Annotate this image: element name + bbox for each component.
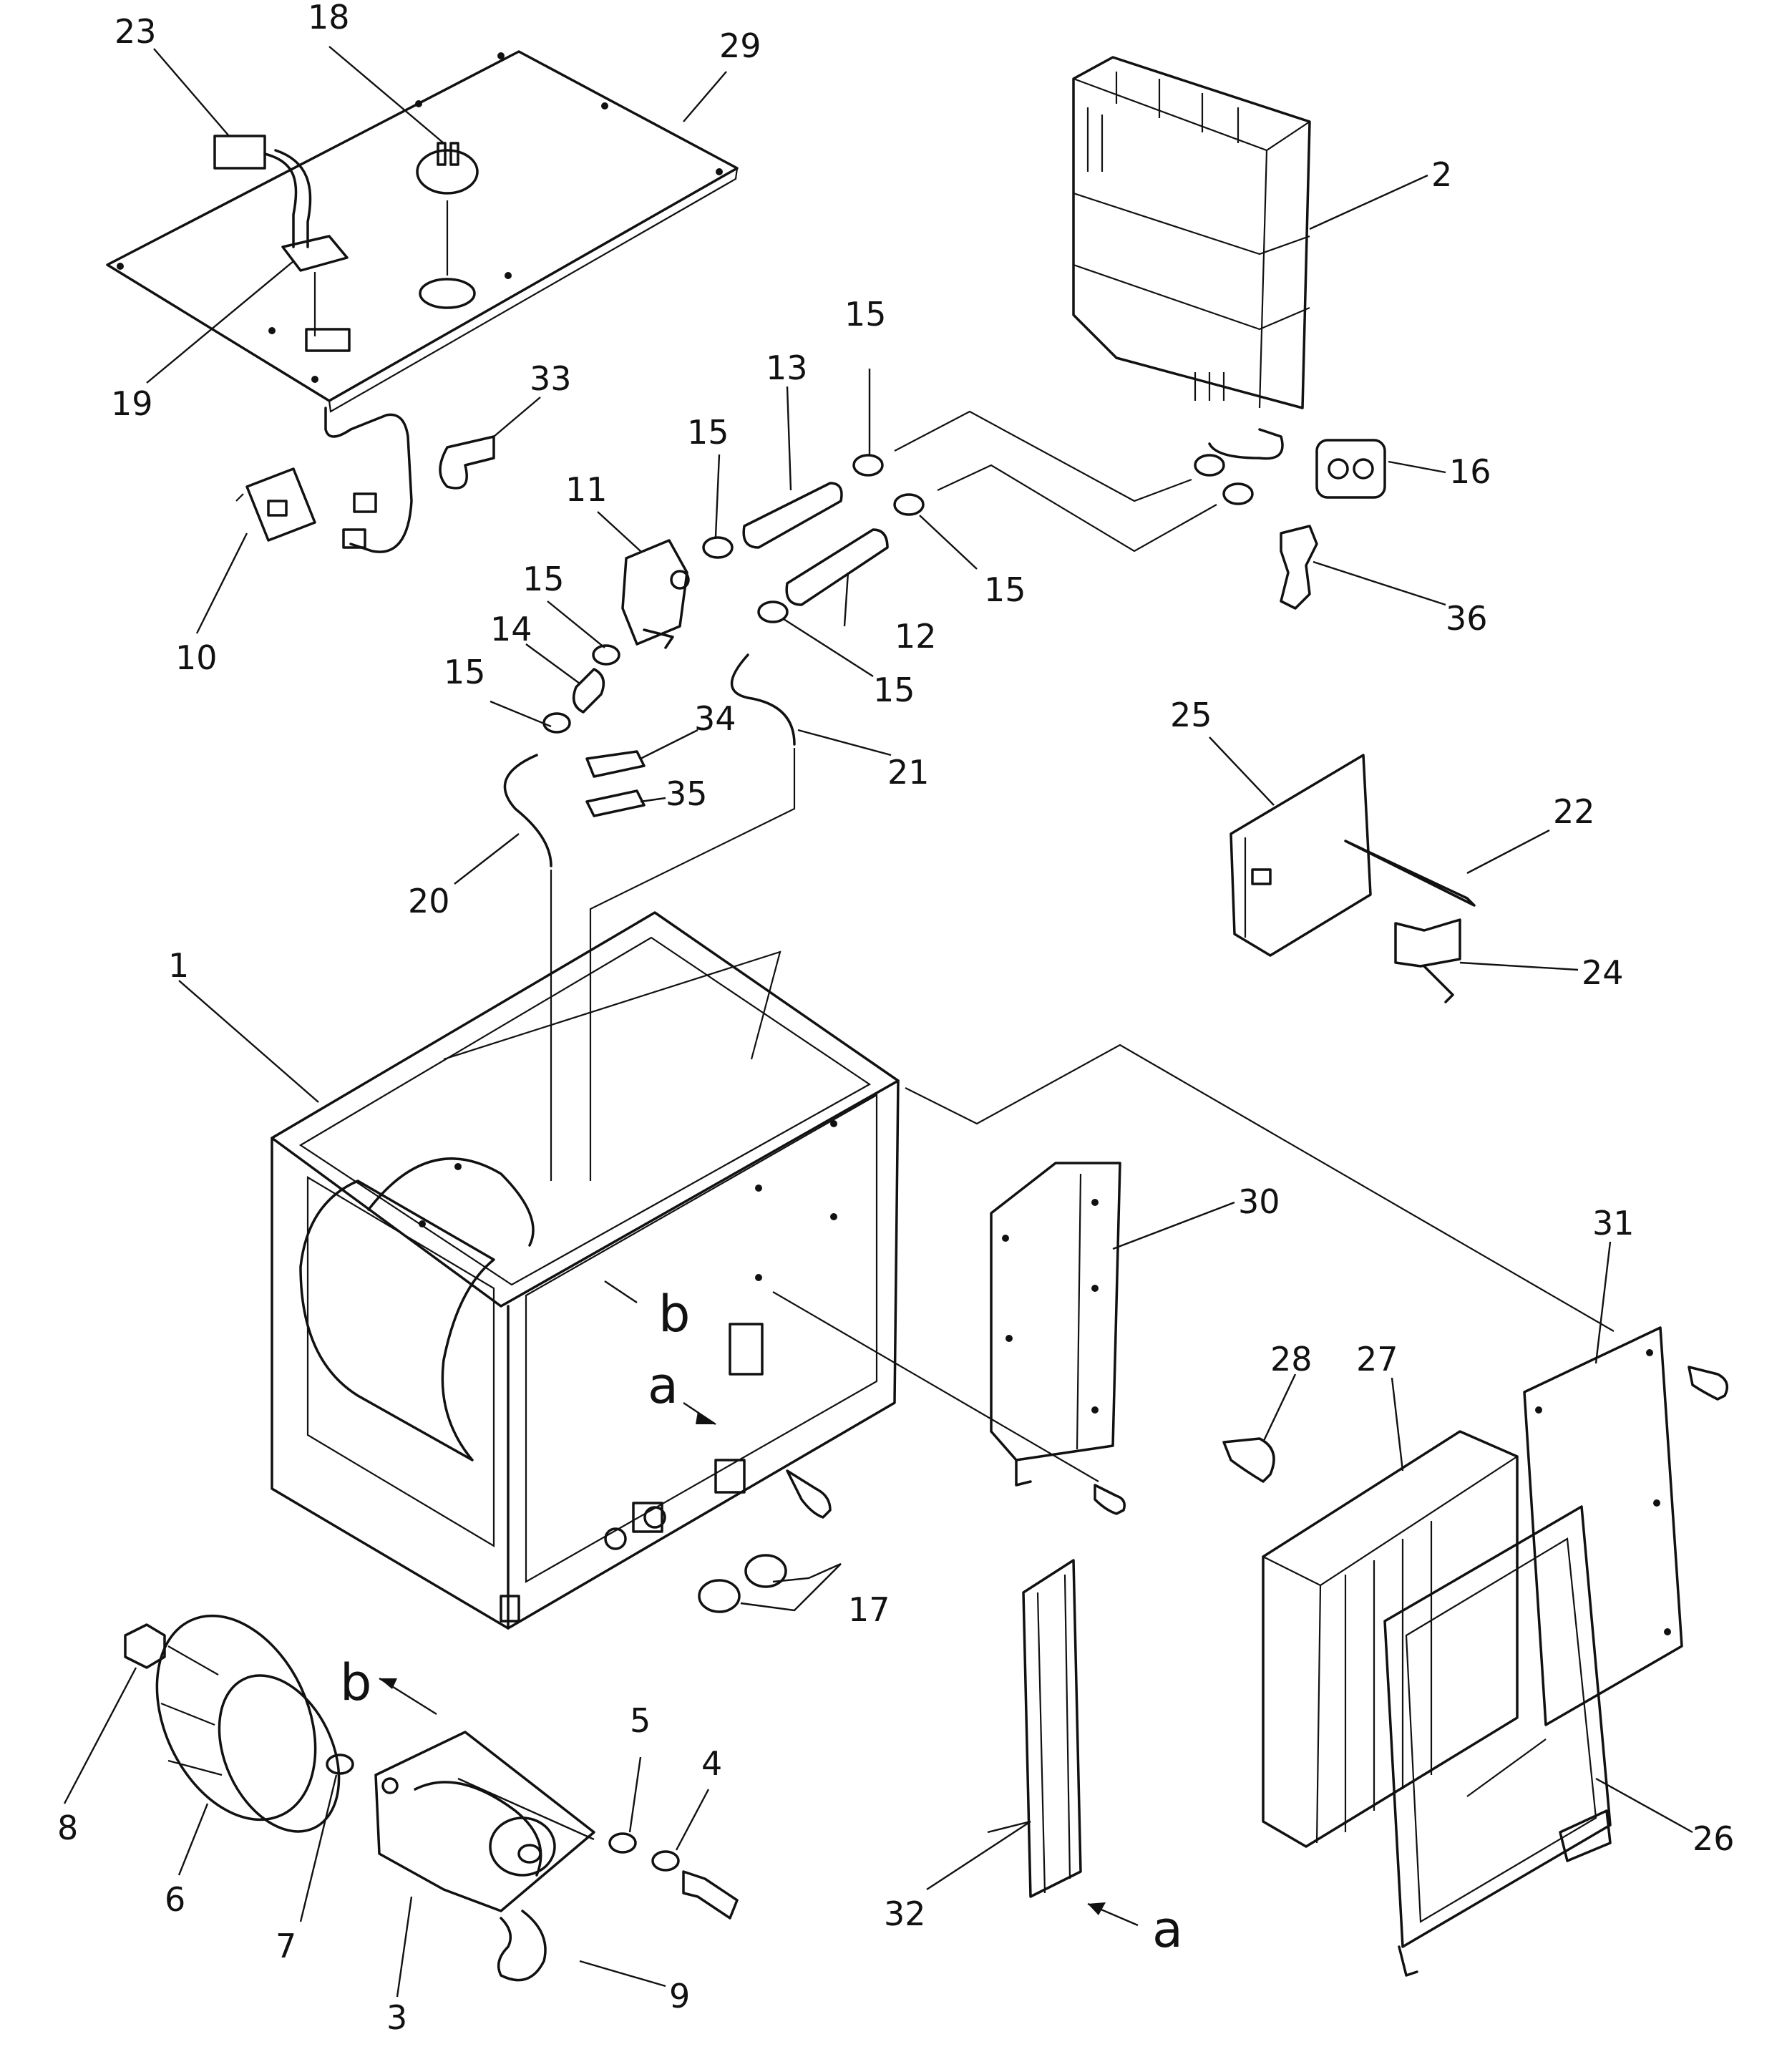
callout-33: 33 [530, 359, 572, 398]
rod-22 [1344, 840, 1476, 907]
callout-10: 10 [175, 638, 218, 677]
hose-12 [785, 528, 889, 606]
callout-23: 23 [115, 12, 157, 51]
callout-27: 27 [1356, 1340, 1398, 1378]
hose-13 [742, 482, 843, 549]
arrow-a-head [696, 1411, 716, 1424]
bracket-36 [1280, 525, 1318, 610]
water-valve-11 [621, 539, 690, 649]
callout-8: 8 [57, 1809, 78, 1847]
connector-23 [213, 135, 312, 248]
filter-27 [1262, 1430, 1519, 1848]
grommet-5 [608, 1832, 637, 1854]
callout-31: 31 [1592, 1204, 1635, 1242]
callout-32: 32 [884, 1895, 926, 1933]
callout-15d: 15 [522, 560, 565, 598]
callout-3: 3 [386, 1998, 407, 2037]
callout-1: 1 [168, 946, 189, 985]
view-letter-a-upper: a [648, 1356, 678, 1415]
plate-30 [990, 1162, 1121, 1487]
cover-25 [1229, 754, 1372, 957]
callout-11: 11 [565, 470, 608, 509]
motor-3 [374, 1731, 595, 1912]
grommet-18 [416, 142, 479, 195]
arrow-a2-head [1088, 1902, 1106, 1915]
callout-24: 24 [1582, 953, 1624, 992]
callout-15e: 15 [873, 671, 915, 709]
top-cover-panel [106, 50, 739, 413]
callout-labels: 23 18 29 2 19 33 15 13 15 11 16 15 15 12… [57, 0, 1735, 2037]
callout-34: 34 [694, 699, 736, 738]
hose-21 [730, 653, 796, 746]
tube-14 [572, 668, 605, 714]
callout-15b: 15 [687, 413, 729, 452]
relay-10 [235, 467, 316, 542]
heater-core-2 [1072, 56, 1311, 505]
bolt-motor [682, 1870, 739, 1920]
callout-15f: 15 [444, 653, 486, 691]
callout-36: 36 [1446, 599, 1488, 638]
view-letter-b-lower: b [340, 1653, 371, 1712]
bracket-24 [1394, 918, 1461, 1003]
callout-28: 28 [1270, 1340, 1313, 1378]
bolt-case [786, 1469, 832, 1519]
bolt-30 [1094, 1484, 1126, 1515]
callout-4: 4 [701, 1744, 722, 1783]
callout-35: 35 [666, 774, 708, 813]
callout-6: 6 [165, 1880, 185, 1919]
callout-12: 12 [895, 617, 937, 656]
view-letters: b a b a [340, 1285, 1183, 1959]
callout-17: 17 [848, 1590, 890, 1629]
callout-29: 29 [719, 26, 761, 65]
callout-15a: 15 [844, 295, 887, 334]
callout-22: 22 [1553, 792, 1595, 831]
view-letter-b-upper: b [658, 1285, 690, 1343]
callout-20: 20 [408, 882, 450, 920]
fan-6 [155, 1614, 341, 1833]
callout-18: 18 [308, 0, 350, 37]
callout-21: 21 [887, 753, 930, 792]
harness-wire [324, 407, 413, 553]
grommet-19 [281, 235, 351, 352]
heater-case-1 [271, 911, 900, 1630]
bolt-31 [1688, 1366, 1729, 1401]
callout-26: 26 [1693, 1819, 1735, 1858]
grommets-17 [698, 1554, 787, 1613]
callout-16: 16 [1449, 452, 1491, 491]
hose-20 [503, 754, 552, 867]
panel-31 [1523, 1326, 1683, 1726]
callout-14: 14 [490, 610, 532, 648]
nut-4 [651, 1850, 680, 1872]
callout-7: 7 [276, 1927, 296, 1965]
washer-7 [326, 1754, 354, 1775]
strip-32 [1022, 1559, 1082, 1898]
callout-25: 25 [1170, 696, 1212, 734]
clips-34-35 [585, 750, 646, 817]
hose-9 [497, 1910, 547, 1982]
callout-19: 19 [111, 384, 153, 423]
callout-2: 2 [1431, 155, 1452, 194]
callout-30: 30 [1238, 1182, 1280, 1221]
nut-8 [124, 1623, 166, 1669]
view-letter-a-lower: a [1152, 1900, 1183, 1959]
frame-26 [1383, 1505, 1612, 1977]
arrow-b-head [379, 1678, 397, 1689]
seal-16 [1315, 439, 1386, 499]
callout-9: 9 [669, 1977, 690, 2015]
clip-28 [1222, 1437, 1275, 1483]
clip-33 [439, 435, 495, 490]
callout-5: 5 [630, 1701, 651, 1740]
callout-15c: 15 [984, 570, 1026, 609]
leader-lines [63, 46, 1693, 1998]
callout-13: 13 [766, 349, 808, 387]
